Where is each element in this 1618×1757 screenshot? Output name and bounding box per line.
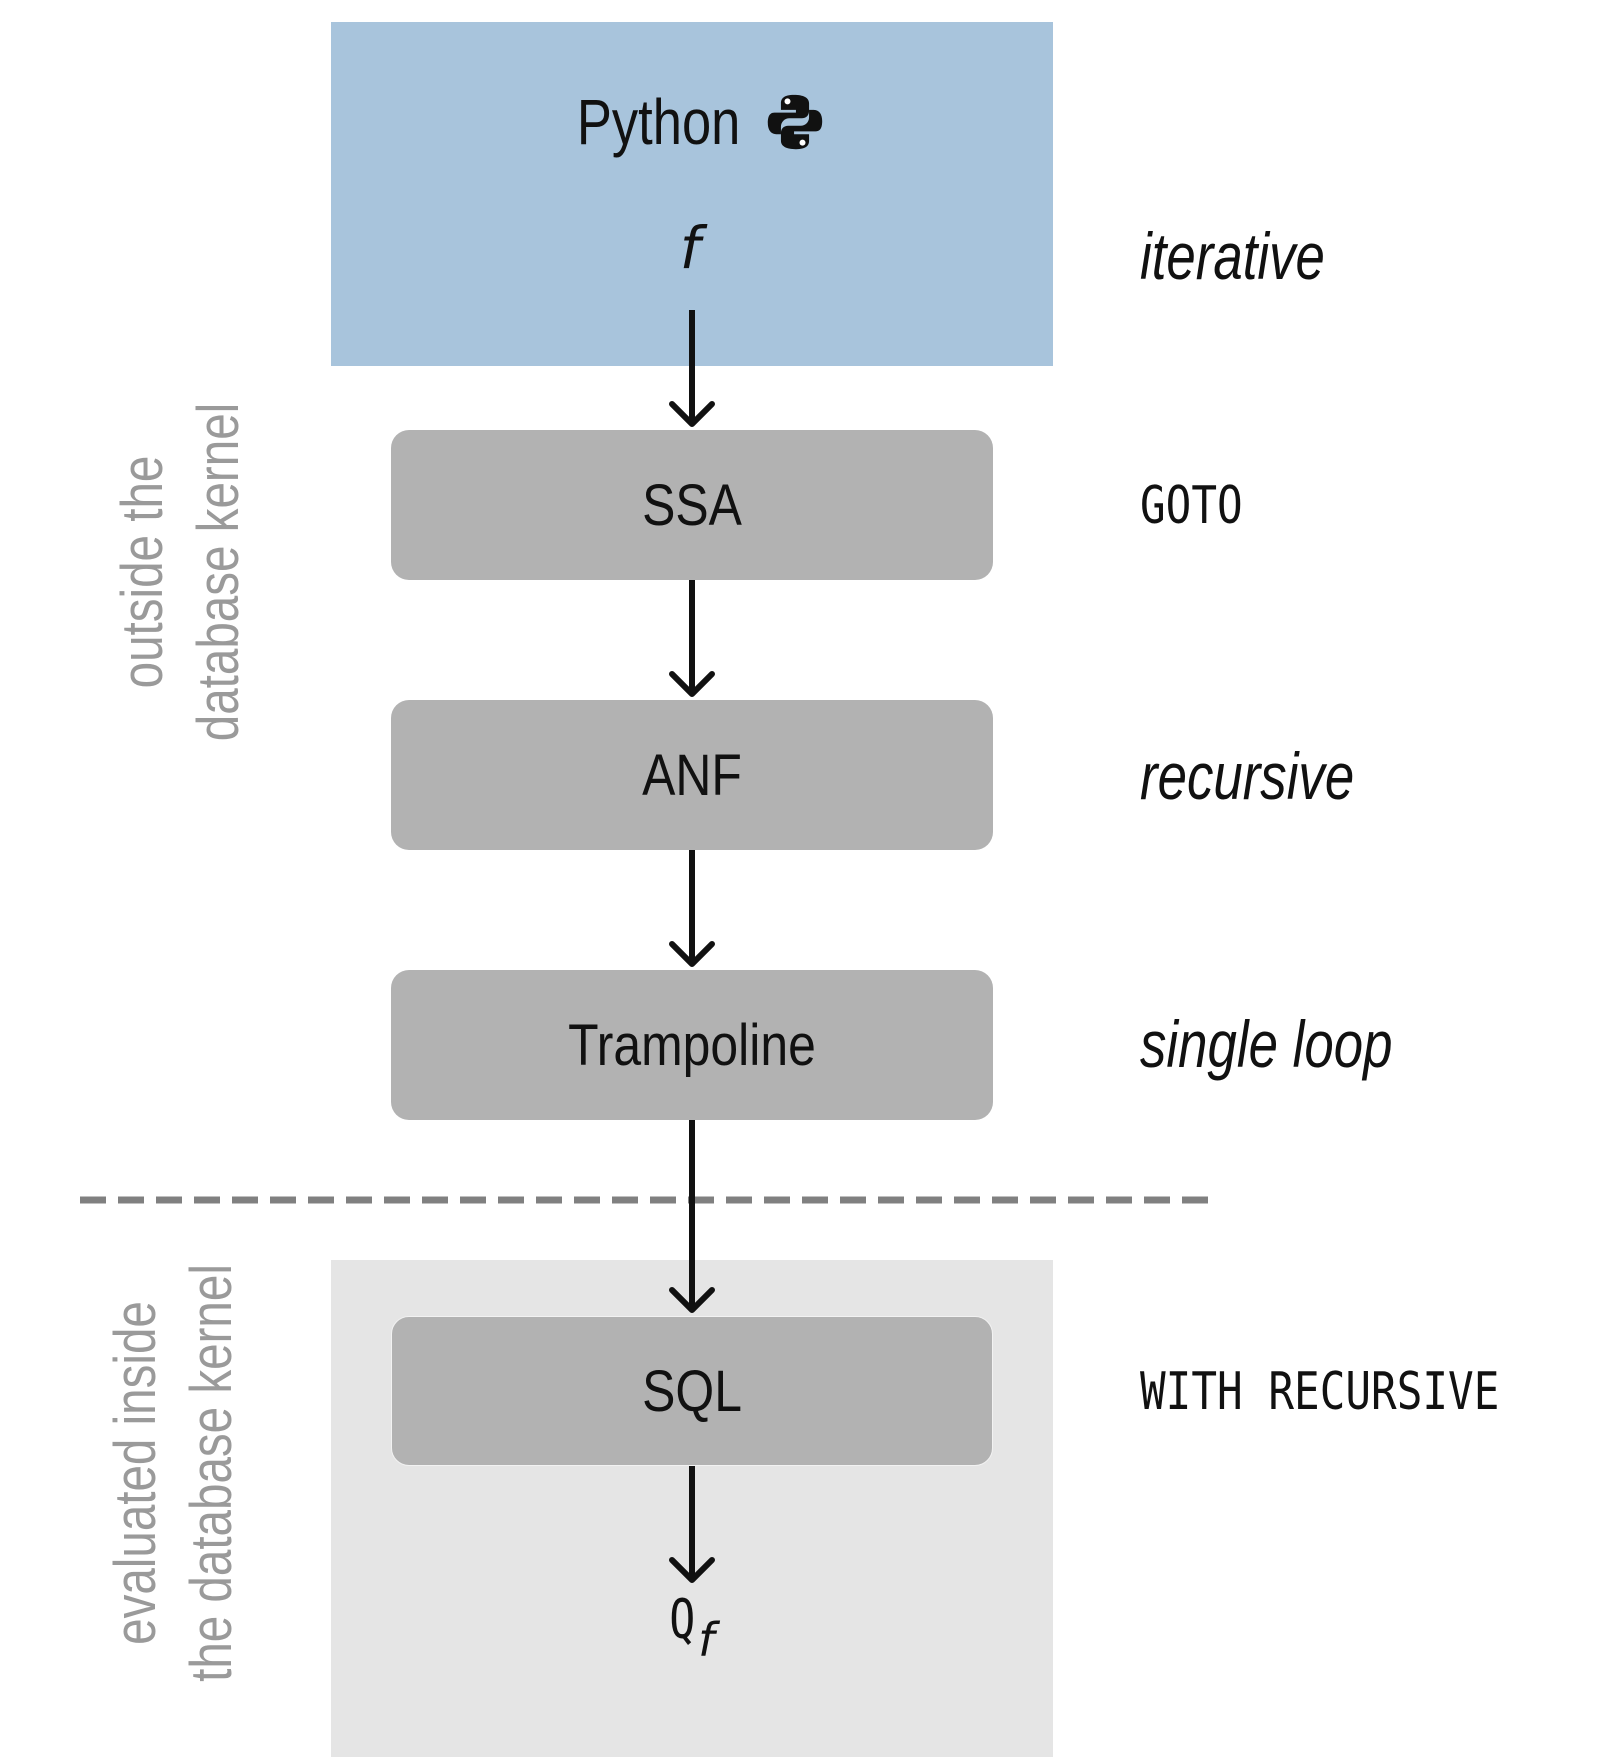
stage-sql-label: SQL (642, 1358, 742, 1424)
stage-sql: SQL (391, 1316, 993, 1466)
stage-ssa-label: SSA (642, 472, 742, 538)
annotation-iterative: iterative (1140, 219, 1325, 293)
annotation-single-loop: single loop (1140, 1007, 1393, 1081)
stage-ssa: SSA (391, 430, 993, 580)
output-query: Qf (600, 1588, 780, 1688)
python-title: Python (331, 82, 1053, 162)
arrow-python-to-ssa (669, 310, 715, 427)
inside-kernel-label: evaluated inside the database kernel (103, 1264, 244, 1682)
annotation-goto: GOTO (1140, 476, 1243, 536)
arrow-anf-to-trampoline (669, 850, 715, 967)
annotation-recursive: recursive (1140, 739, 1355, 813)
python-panel (331, 22, 1053, 366)
stage-trampoline-label: Trampoline (568, 1012, 816, 1078)
arrow-trampoline-to-sql (669, 1120, 715, 1313)
arrow-sql-to-query (669, 1466, 715, 1583)
python-title-text: Python (577, 86, 741, 158)
function-f: f (679, 214, 701, 282)
arrow-ssa-to-anf (669, 580, 715, 697)
outside-kernel-label: outside the database kernel (110, 402, 251, 742)
python-logo-icon (767, 94, 822, 150)
stage-trampoline: Trampoline (391, 970, 993, 1120)
annotation-with-recursive: WITH RECURSIVE (1140, 1362, 1500, 1422)
stage-anf-label: ANF (642, 742, 742, 808)
stage-anf: ANF (391, 700, 993, 850)
output-query-base: Q (668, 1588, 695, 1651)
output-query-subscript: f (698, 1613, 715, 1667)
